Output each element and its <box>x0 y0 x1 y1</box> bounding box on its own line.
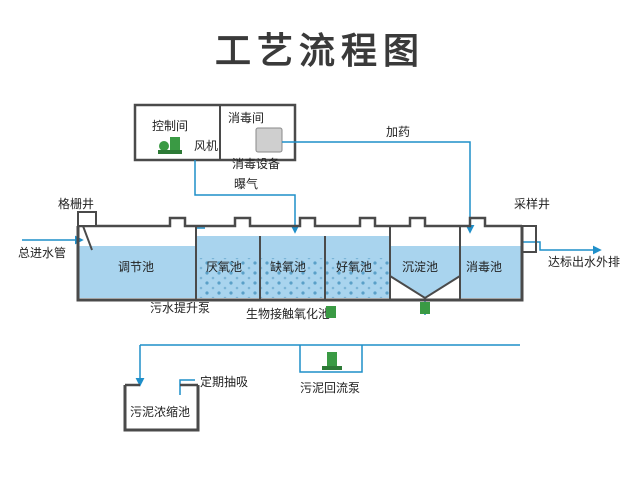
regulating-tank-water <box>78 246 196 298</box>
anaerobic-tank-label: 厌氧池 <box>206 260 242 274</box>
sludge-thickener-label: 污泥浓缩池 <box>130 404 190 419</box>
grille-bars <box>82 225 93 251</box>
aeration-label: 曝气 <box>234 176 258 191</box>
regulating-tank-label: 调节池 <box>118 260 154 274</box>
disinfection-tank-water <box>460 246 522 298</box>
settling-hopper-water <box>390 276 460 298</box>
anoxic-tank-label: 缺氧池 <box>270 259 306 274</box>
return-pump-icon <box>322 352 342 370</box>
disinfection-room-label: 消毒间 <box>228 111 264 125</box>
inlet-pipe-label: 总进水管 <box>18 245 66 260</box>
equipment-building: 控制间 消毒间 风机 消毒设备 <box>133 103 297 171</box>
aerobic-tank-label: 好氧池 <box>336 260 372 274</box>
dosing-label: 加药 <box>386 125 410 139</box>
sludge-thickener: 污泥浓缩池 <box>123 383 200 432</box>
control-room-label: 控制间 <box>152 119 188 133</box>
dosing-pipe <box>282 141 475 234</box>
aeration-bubbles <box>196 258 390 298</box>
settling-tank-water <box>390 246 460 276</box>
bio-pump-icon <box>326 306 336 318</box>
pipes <box>22 141 602 395</box>
disinfection-equipment-label: 消毒设备 <box>232 157 280 171</box>
disinfection-tank-label: 消毒池 <box>466 260 502 274</box>
page-title: 工艺流程图 <box>214 31 425 72</box>
tank-structure <box>76 211 537 302</box>
outlet-label: 达标出水外排 <box>548 255 620 269</box>
return-pump-loop <box>299 345 363 373</box>
grille-well-label: 格栅井 <box>58 196 94 211</box>
sewage-lift-pump-label: 污水提升泵 <box>150 300 210 315</box>
outlet-pipe <box>522 241 602 255</box>
biocontact-oxidation-label: 生物接触氧化池 <box>246 306 330 321</box>
periodic-suction-label: 定期抽吸 <box>200 374 248 389</box>
sampling-well <box>521 225 537 253</box>
sludge-return-pump-label: 污泥回流泵 <box>300 381 360 395</box>
blower-icon <box>158 137 182 154</box>
settling-pump-icon <box>420 302 430 314</box>
settling-tank-label: 沉淀池 <box>402 260 438 274</box>
sampling-well-label: 采样井 <box>514 196 550 211</box>
grille-well <box>77 211 97 227</box>
disinfection-equipment-icon <box>255 127 283 153</box>
aeration-pipe <box>194 160 300 234</box>
periodic-suction-pipe <box>179 379 195 395</box>
blower-label: 风机 <box>194 139 218 153</box>
